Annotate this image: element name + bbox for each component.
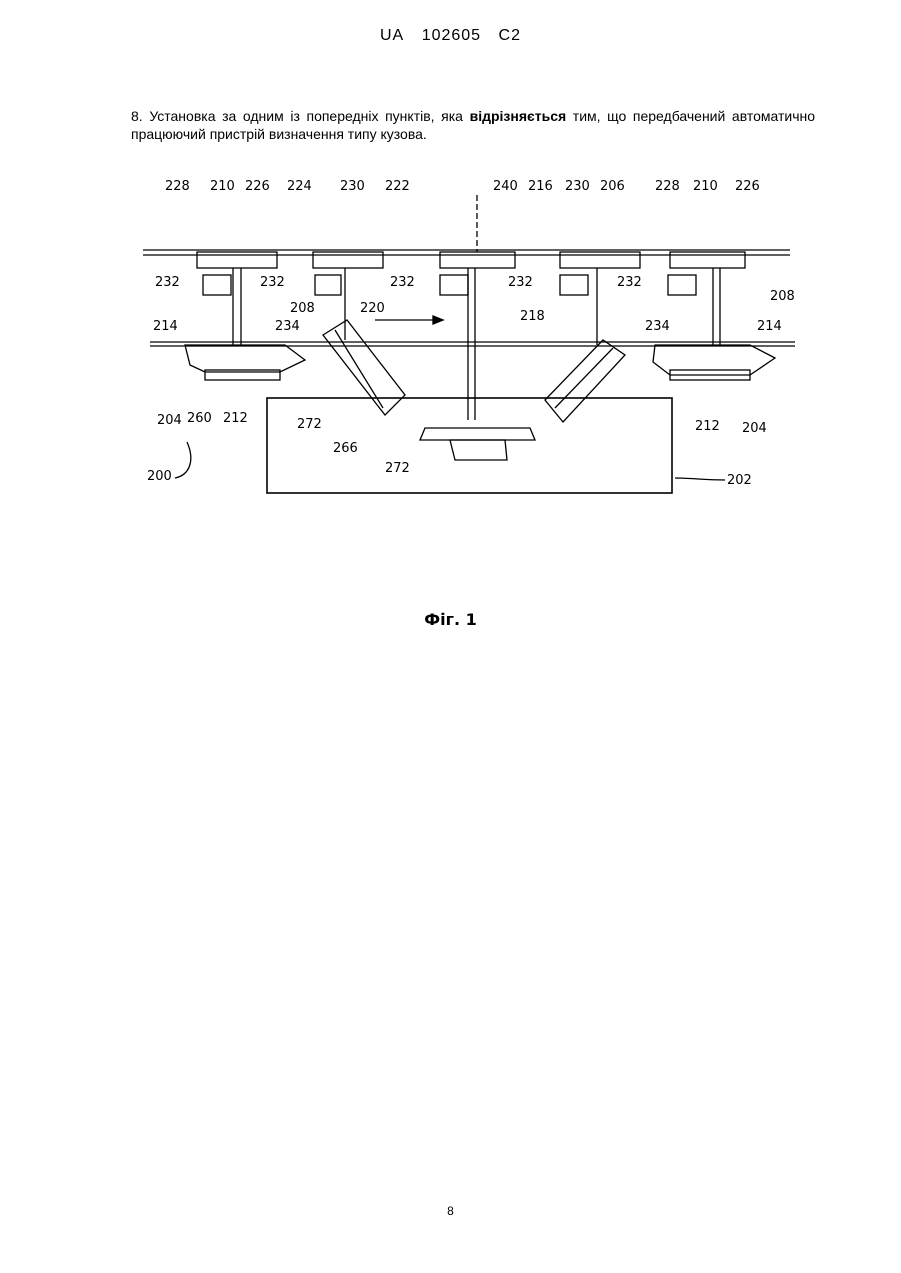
figure-label: 212 — [223, 411, 248, 426]
figure-label: 212 — [695, 419, 720, 434]
figure-label: 272 — [385, 461, 410, 476]
figure-label: 232 — [390, 275, 415, 290]
figure-label: 234 — [275, 319, 300, 334]
figure-label: 266 — [333, 441, 358, 456]
document-header: UA 102605 C2 — [0, 27, 901, 45]
figure-label: 228 — [165, 179, 190, 194]
figure-label: 214 — [757, 319, 782, 334]
figure-label: 234 — [645, 319, 670, 334]
figure-label: 226 — [245, 179, 270, 194]
figure-label: 232 — [155, 275, 180, 290]
figure-label: 232 — [617, 275, 642, 290]
claim-text-before: Установка за одним із попередніх пунктів… — [149, 108, 463, 124]
figure-label: 200 — [147, 469, 172, 484]
figure-label: 230 — [340, 179, 365, 194]
claim-paragraph: 8. Установка за одним із попередніх пунк… — [131, 107, 815, 143]
figure-label: 228 — [655, 179, 680, 194]
figure-label: 218 — [520, 309, 545, 324]
figure-label: 208 — [290, 301, 315, 316]
figure-label: 210 — [693, 179, 718, 194]
claim-number: 8. — [131, 108, 143, 124]
figure-label: 210 — [210, 179, 235, 194]
header-country: UA — [380, 27, 404, 44]
page-number: 8 — [0, 1204, 901, 1218]
header-number: 102605 — [422, 27, 481, 44]
figure-label: 216 — [528, 179, 553, 194]
patent-figure: 228 210 226 224 230 222 240 216 230 206 … — [135, 170, 795, 500]
figure-label: 222 — [385, 179, 410, 194]
figure-label: 232 — [508, 275, 533, 290]
figure-caption: Фіг. 1 — [0, 610, 901, 629]
figure-label: 272 — [297, 417, 322, 432]
figure-label: 220 — [360, 301, 385, 316]
figure-label: 240 — [493, 179, 518, 194]
figure-label: 214 — [153, 319, 178, 334]
figure-label: 208 — [770, 289, 795, 304]
figure-label: 232 — [260, 275, 285, 290]
figure-label: 226 — [735, 179, 760, 194]
figure-label: 260 — [187, 411, 212, 426]
figure-label: 204 — [742, 421, 767, 436]
figure-label: 230 — [565, 179, 590, 194]
header-kind: C2 — [499, 27, 521, 44]
claim-text-bold: відрізняється — [470, 108, 567, 124]
figure-label: 206 — [600, 179, 625, 194]
figure-label: 224 — [287, 179, 312, 194]
figure-label: 204 — [157, 413, 182, 428]
figure-label: 202 — [727, 473, 752, 488]
